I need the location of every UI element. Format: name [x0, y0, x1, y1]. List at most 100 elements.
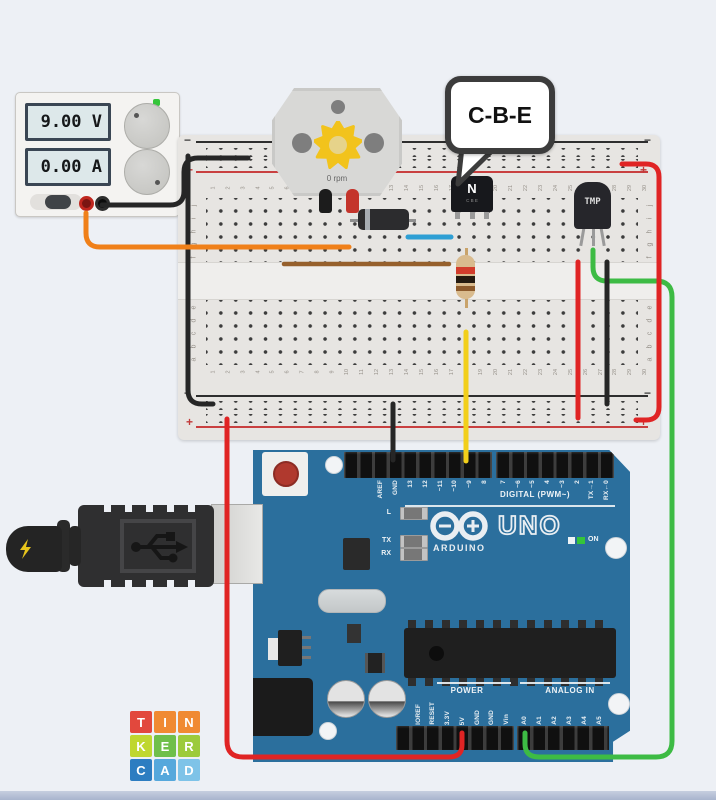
usb-trident-icon [131, 532, 188, 563]
usb-cable-ridge [69, 526, 81, 566]
mounting-hole [605, 537, 627, 559]
logo-tile: T [130, 711, 152, 733]
bottom-positive-line [196, 426, 648, 428]
top-plus-left: + [186, 163, 194, 177]
cbe-callout[interactable]: C-B-E [445, 76, 555, 154]
usb-plug[interactable] [78, 505, 214, 587]
logo-tile: N [178, 711, 200, 733]
led-l [400, 507, 428, 520]
voltage-value: 9.00 V [40, 112, 102, 132]
logo-tile: A [154, 759, 176, 781]
bottom-plus-right: + [640, 415, 648, 429]
power-jack [233, 678, 313, 736]
cbe-callout-text: C-B-E [468, 101, 532, 128]
transistor-leg [470, 208, 475, 219]
bottom-positive-holes[interactable] [206, 414, 638, 423]
atmega-chip-legs-top [408, 620, 612, 629]
npn-transistor[interactable]: N C B E [451, 176, 493, 212]
tmp-temperature-sensor[interactable]: TMP [574, 182, 611, 229]
motor-shaft-hole [331, 100, 345, 114]
current-knob-marker [155, 180, 160, 185]
mounting-hole [608, 693, 630, 715]
motor-mount-hole [292, 133, 312, 153]
resistor[interactable] [456, 255, 475, 299]
top-plus-right: + [640, 163, 648, 177]
brand-label: ARDUINO [433, 543, 486, 553]
mounting-hole [319, 722, 337, 740]
current-knob[interactable] [124, 149, 170, 195]
top-negative-line [196, 141, 648, 143]
power-switch[interactable] [45, 195, 71, 209]
led-tx [400, 535, 428, 548]
motor-terminal-positive[interactable] [346, 189, 359, 213]
bottom-plus-left: + [186, 415, 194, 429]
diode[interactable] [358, 209, 409, 230]
top-negative-holes[interactable] [206, 148, 638, 157]
reset-button[interactable] [273, 461, 299, 487]
atmega-chip [404, 628, 616, 678]
grid-bottom-half[interactable] [206, 300, 638, 365]
power-supply[interactable]: 9.00 V 0.00 A [15, 92, 180, 217]
motor-rpm-label: 0 rpm [326, 174, 348, 183]
power-jack-flange [233, 682, 247, 732]
positive-terminal[interactable] [79, 196, 94, 211]
lightning-bolt-icon [20, 539, 31, 559]
resistor-band-brown [456, 286, 475, 291]
usb-plug-ridges-bottom [90, 580, 202, 587]
analog-label: ANALOG IN [545, 686, 595, 695]
voltage-regulator [278, 630, 302, 666]
current-value: 0.00 A [40, 157, 102, 177]
power-led [153, 99, 160, 106]
current-display: 0.00 A [25, 148, 111, 186]
regulator-leg [302, 636, 311, 639]
voltage-knob-marker [134, 113, 139, 118]
digital-header-right[interactable] [496, 452, 614, 478]
led-rx-label: RX [381, 550, 391, 557]
resistor-band-black [456, 276, 475, 283]
mounting-hole [325, 456, 343, 474]
led-tx-label: TX [382, 537, 391, 544]
bottom-minus-right: − [644, 386, 652, 400]
tmp-leg [591, 226, 595, 246]
logo-tile: D [178, 759, 200, 781]
gear-icon [314, 121, 362, 169]
negative-terminal[interactable] [95, 196, 110, 211]
digital-silk-line [405, 505, 615, 507]
bottom-negative-line [196, 395, 648, 397]
bottom-edge-strip [0, 791, 716, 800]
diode-cathode-band [365, 209, 370, 230]
top-positive-holes[interactable] [206, 159, 638, 168]
motor-mount-hole [364, 133, 384, 153]
small-ic [365, 653, 385, 673]
digital-header-left[interactable] [344, 452, 492, 478]
usb-plug-ridges-top [90, 505, 202, 512]
power-silk-line [437, 682, 511, 684]
center-channel [178, 262, 660, 300]
power-header[interactable] [396, 726, 514, 750]
logo-tile: I [154, 711, 176, 733]
logo-tile: K [130, 735, 152, 757]
transistor-leg [455, 208, 460, 219]
motor-terminal-negative[interactable] [319, 189, 332, 213]
led-rx [400, 548, 428, 561]
bottom-negative-holes[interactable] [206, 401, 638, 410]
voltage-knob[interactable] [124, 103, 170, 149]
analog-silk-line [520, 682, 610, 684]
dc-motor[interactable]: 0 rpm [272, 88, 402, 196]
power-label: POWER [450, 686, 484, 695]
usb-interface-chip [343, 538, 370, 570]
analog-header[interactable] [517, 726, 609, 750]
atmega-chip-legs-bottom [408, 677, 612, 686]
crystal-oscillator [318, 589, 386, 613]
on-led-dash [568, 537, 575, 544]
usb-symbol-panel [120, 519, 196, 573]
breadboard[interactable]: − − + + 12345678910111213141516171819202… [178, 133, 660, 440]
on-label: ON [588, 536, 599, 543]
